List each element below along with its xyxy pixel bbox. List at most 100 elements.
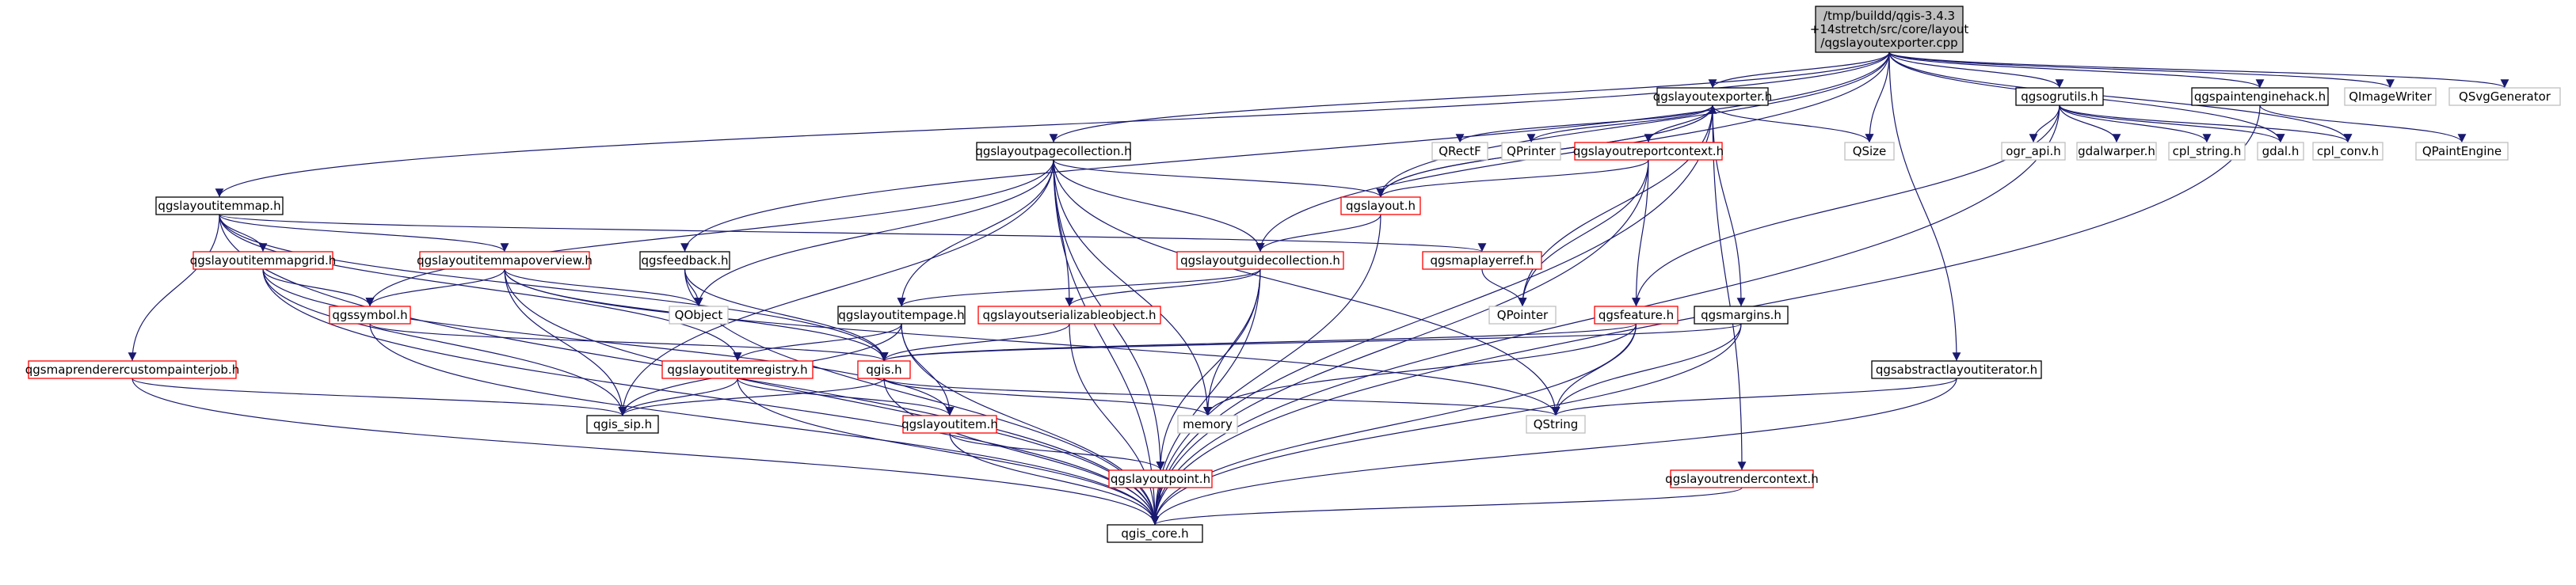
node-qgish[interactable]: qgis.h: [857, 360, 911, 379]
node-qgiscore[interactable]: qgis_core.h: [1107, 524, 1203, 543]
node-margins[interactable]: qgsmargins.h: [1694, 306, 1789, 325]
node-layouth[interactable]: qgslayout.h: [1340, 196, 1421, 215]
node-box-qimagewriter: [2344, 87, 2437, 106]
node-box-feedback: [639, 251, 730, 270]
node-guidecoll[interactable]: qgslayoutguidecollection.h: [1176, 251, 1344, 270]
edge-ogrutils-to-gdalh: [2059, 104, 2285, 143]
node-painthack[interactable]: qgspaintenginehack.h: [2191, 87, 2329, 106]
node-label-qpointer: QPointer: [1497, 308, 1549, 322]
node-feature[interactable]: qgsfeature.h: [1594, 306, 1679, 325]
node-label-reportctx: qgslayoutreportcontext.h: [1573, 144, 1724, 158]
nodes-layer: /tmp/buildd/qgis-3.4.3+14stretch/src/cor…: [25, 6, 2561, 543]
node-qrectf: QRectF: [1431, 142, 1488, 161]
node-layoutpoint[interactable]: qgslayoutpoint.h: [1108, 469, 1213, 488]
node-rendercustom[interactable]: qgsmaprenderercustompainterjob.h: [25, 360, 239, 379]
node-label-itemmap: qgslayoutitemmap.h: [158, 199, 280, 213]
edge-itempage-to-itemregistry: [733, 323, 902, 362]
edge-rendercustom-to-qgissip: [131, 378, 627, 416]
edge-feature-to-qstring: [1551, 323, 1637, 416]
node-box-feature: [1594, 306, 1679, 325]
node-label-maplayerref: qgsmaplayerref.h: [1430, 253, 1534, 268]
node-feedback[interactable]: qgsfeedback.h: [639, 251, 730, 270]
edge-reportctx-to-feature: [1632, 159, 1649, 307]
edge-pagecoll-to-symbol: [365, 159, 1054, 307]
node-gdalwarper: gdalwarper.h: [2076, 142, 2157, 161]
node-symbol[interactable]: qgssymbol.h: [329, 306, 411, 325]
node-box-pagecoll: [976, 142, 1131, 161]
node-label-cplconv: cpl_conv.h: [2317, 144, 2379, 159]
edge-root-to-itemmap: [215, 51, 1890, 198]
edge-maplayerref-to-qpointer: [1481, 268, 1527, 307]
node-box-qpaintengine: [2415, 142, 2509, 161]
node-serializable[interactable]: qgslayoutserializableobject.h: [977, 306, 1161, 325]
node-label-qsvggen: QSvgGenerator: [2459, 89, 2551, 104]
node-abstractiter[interactable]: qgsabstractlayoutiterator.h: [1871, 360, 2042, 379]
edge-itemmap-to-itemmapoverview: [219, 214, 509, 253]
node-label-ogrutils: qgsogrutils.h: [2021, 89, 2098, 104]
edge-symbol-to-qgiscore: [369, 323, 1160, 526]
edge-root-to-pagecoll: [1049, 51, 1890, 143]
edge-itemmapgrid-to-qgissip: [262, 268, 627, 416]
edge-root-to-layouth: [1376, 51, 1890, 198]
node-qpointer: QPointer: [1488, 306, 1557, 325]
node-box-renderctx: [1670, 469, 1814, 488]
edge-reportctx-to-qgiscore: [1150, 159, 1649, 526]
edge-feedback-to-qgish: [684, 268, 889, 362]
node-itemregistry[interactable]: qgslayoutitemregistry.h: [661, 360, 814, 379]
node-itempage[interactable]: qgslayoutitempage.h: [837, 306, 966, 325]
node-label-qobject: QObject: [675, 308, 723, 322]
node-box-memory: [1177, 415, 1238, 434]
edge-ogrutils-to-ograpi: [2029, 104, 2060, 143]
edge-itemmapoverview-to-qstring: [504, 268, 1560, 416]
edge-qgish-to-qgiscore: [883, 378, 1160, 526]
node-pagecoll[interactable]: qgslayoutpagecollection.h: [975, 142, 1132, 161]
node-box-maplayerref: [1422, 251, 1542, 270]
node-label-gdalh: gdal.h: [2262, 144, 2300, 158]
node-box-abstractiter: [1871, 360, 2042, 379]
edges-layer: [128, 51, 2509, 526]
node-label-symbol: qgssymbol.h: [332, 308, 407, 322]
node-label-cplstring: cpl_string.h: [2173, 144, 2242, 159]
node-root[interactable]: /tmp/buildd/qgis-3.4.3+14stretch/src/cor…: [1810, 6, 1969, 53]
node-label-qrectf: QRectF: [1439, 144, 1481, 158]
node-memory: memory: [1177, 415, 1238, 434]
node-box-serializable: [977, 306, 1161, 325]
edge-itemmapgrid-to-layoutitem: [262, 268, 955, 416]
node-qgissip[interactable]: qgis_sip.h: [586, 415, 659, 434]
node-itemmapoverview[interactable]: qgslayoutitemmapoverview.h: [417, 251, 593, 270]
edge-pagecoll-to-serializable: [1053, 159, 1074, 307]
edge-margins-to-qstring: [1551, 323, 1742, 416]
node-renderctx[interactable]: qgslayoutrendercontext.h: [1665, 469, 1819, 488]
node-box-itemmapoverview: [419, 251, 590, 270]
edge-guidecoll-to-layoutpoint: [1156, 268, 1261, 471]
edge-margins-to-qgish: [880, 323, 1742, 362]
edge-root-to-qsvggen: [1888, 51, 2509, 89]
node-layoutitem[interactable]: qgslayoutitem.h: [901, 415, 998, 434]
node-box-cplconv: [2312, 142, 2384, 161]
edge-itemmapoverview-to-symbol: [365, 268, 505, 307]
node-label-gdalwarper: gdalwarper.h: [2078, 144, 2155, 158]
node-box-qstring: [1526, 415, 1586, 434]
node-box-qgish: [857, 360, 911, 379]
edge-qgish-to-qstring: [883, 378, 1560, 416]
edge-itemmap-to-rendercustom: [128, 214, 220, 362]
node-box-painthack: [2191, 87, 2329, 106]
node-box-rendercustom: [28, 360, 237, 379]
node-exporter[interactable]: qgslayoutexporter.h: [1653, 87, 1773, 106]
node-qstring: QString: [1526, 415, 1586, 434]
edge-exporter-to-qprinter: [1526, 104, 1713, 143]
node-qsize: QSize: [1844, 142, 1895, 161]
node-label-itemmapgrid: qgslayoutitemmapgrid.h: [190, 253, 337, 268]
node-label-qprinter: QPrinter: [1507, 144, 1557, 158]
node-label-rendercustom: qgsmaprenderercustompainterjob.h: [25, 363, 239, 377]
node-reportctx[interactable]: qgslayoutreportcontext.h: [1573, 142, 1724, 161]
edge-pagecoll-to-qstring: [1053, 159, 1560, 416]
edge-itemmapgrid-to-symbol: [262, 268, 375, 307]
node-itemmapgrid[interactable]: qgslayoutitemmapgrid.h: [190, 251, 337, 270]
node-itemmap[interactable]: qgslayoutitemmap.h: [155, 196, 284, 215]
node-maplayerref[interactable]: qgsmaplayerref.h: [1422, 251, 1542, 270]
node-box-margins: [1694, 306, 1789, 325]
node-label-exporter: qgslayoutexporter.h: [1653, 89, 1773, 104]
node-ogrutils[interactable]: qgsogrutils.h: [2015, 87, 2104, 106]
node-cplstring: cpl_string.h: [2168, 142, 2246, 161]
